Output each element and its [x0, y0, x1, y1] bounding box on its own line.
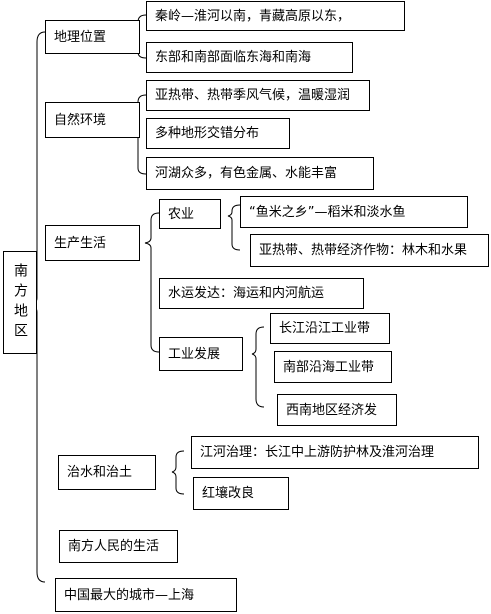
leaf-industry-3: 西南地区经济发 — [277, 394, 397, 426]
node-industry: 工业发展 — [159, 337, 243, 371]
node-label: 工业发展 — [168, 346, 221, 362]
leaf-label: 秦岭—淮河以南，青藏高原以东， — [155, 8, 351, 24]
leaf-label: 河湖众多，有色金属、水能丰富 — [155, 166, 338, 181]
node-label: 中国最大的城市—上海 — [64, 587, 195, 603]
leaf-agriculture-1: “鱼米之乡”—稻米和淡水鱼 — [240, 196, 468, 228]
leaf-location-2: 东部和南部面临东海和南海 — [146, 42, 353, 73]
node-agriculture: 农业 — [159, 199, 221, 229]
leaf-governance-2: 红壤改良 — [193, 477, 289, 510]
leaf-label: 江河治理：长江中上游防护林及淮河治理 — [200, 445, 435, 460]
leaf-label: “鱼米之乡”—稻米和淡水鱼 — [249, 204, 406, 220]
leaf-location-1: 秦岭—淮河以南，青藏高原以东， — [146, 1, 405, 31]
node-label: 南方人民的生活 — [68, 539, 160, 554]
leaf-governance-1: 江河治理：长江中上游防护林及淮河治理 — [191, 436, 479, 469]
leaf-label: 南部沿海工业带 — [283, 359, 375, 375]
leaf-label: 水运发达：海运和内河航运 — [168, 286, 325, 301]
node-location: 地理位置 — [45, 20, 140, 54]
leaf-industry-2: 南部沿海工业带 — [274, 351, 392, 383]
leaf-label: 长江沿江工业带 — [279, 321, 371, 336]
node-label: 农业 — [168, 206, 195, 222]
root-node-label: 南方地区 — [12, 262, 28, 343]
root-node-south-region: 南方地区 — [3, 251, 37, 354]
leaf-nature-3: 河湖众多，有色金属、水能丰富 — [146, 157, 374, 190]
node-label: 地理位置 — [54, 29, 107, 45]
node-city: 中国最大的城市—上海 — [55, 578, 237, 612]
leaf-label: 西南地区经济发 — [286, 402, 378, 418]
node-production: 生产生活 — [45, 225, 140, 261]
node-governance: 治水和治土 — [58, 455, 156, 490]
leaf-label: 亚热带、热带经济作物：林木和水果 — [259, 243, 468, 258]
leaf-label: 红壤改良 — [202, 486, 255, 501]
node-label: 生产生活 — [54, 235, 107, 251]
leaf-water-transport: 水运发达：海运和内河航运 — [159, 278, 364, 309]
leaf-industry-1: 长江沿江工业带 — [270, 313, 390, 344]
leaf-nature-1: 亚热带、热带季风气候，温暖湿润 — [146, 80, 370, 111]
node-label: 自然环境 — [54, 112, 107, 128]
node-people: 南方人民的生活 — [59, 530, 178, 563]
node-nature: 自然环境 — [45, 102, 140, 138]
leaf-label: 多种地形交错分布 — [155, 126, 260, 141]
leaf-label: 亚热带、热带季风气候，温暖湿润 — [155, 88, 351, 103]
node-label: 治水和治土 — [67, 465, 133, 480]
leaf-nature-2: 多种地形交错分布 — [146, 118, 290, 149]
leaf-agriculture-2: 亚热带、热带经济作物：林木和水果 — [250, 234, 489, 267]
leaf-label: 东部和南部面临东海和南海 — [155, 50, 312, 65]
